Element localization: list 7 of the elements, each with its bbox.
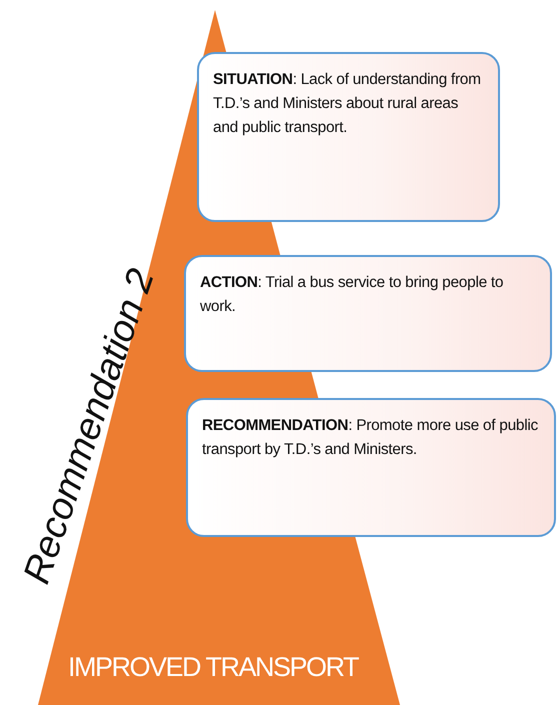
text-card <box>186 398 556 537</box>
text-card <box>184 255 552 372</box>
card-text: ACTION: Trial a bus service to bring people to work. <box>200 273 504 318</box>
card-text: RECOMMENDATION: Promote more use of public transport by T.D.’s and Ministers. <box>202 416 539 460</box>
base-label: IMPROVED TRANSPORT <box>68 652 358 683</box>
text-card <box>197 52 500 222</box>
card-text: SITUATION: Lack of understanding from T.D.’s and Ministers about rural areas and public transport. <box>213 70 482 138</box>
